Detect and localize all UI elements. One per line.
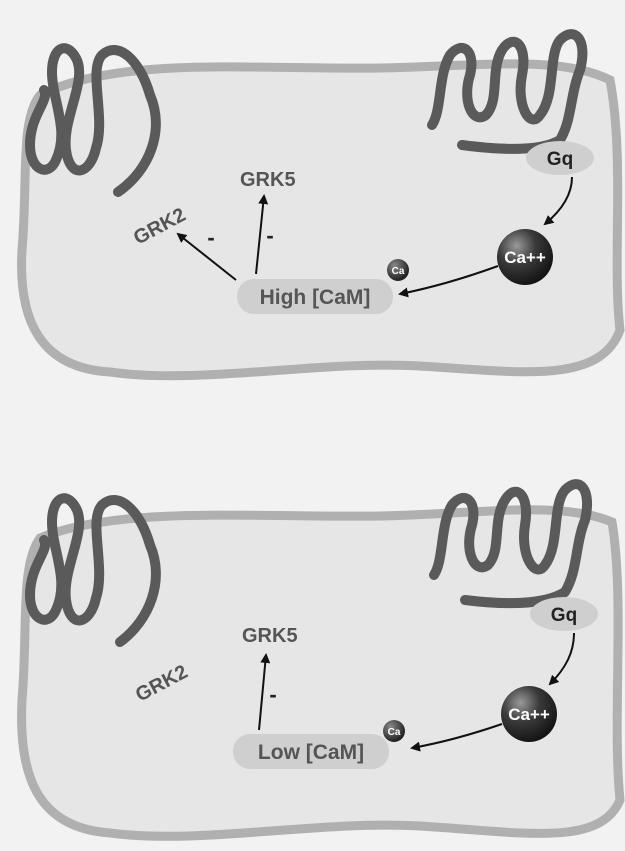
bottom-minus-grk5: - [269, 682, 276, 707]
bottom-calcium-label: Ca++ [508, 705, 550, 724]
bottom-panel: Gq Ca++ Ca Low [CaM] - GRK2 GRK5 [22, 484, 620, 836]
top-minus-grk5: - [266, 223, 273, 248]
top-panel: Gq Ca++ Ca High [CaM] - - GRK2 GRK5 [22, 34, 620, 376]
bottom-gq-label: Gq [551, 605, 577, 626]
top-calcium-label: Ca++ [504, 248, 546, 267]
top-minus-grk2: - [207, 225, 214, 250]
top-cam-label: High [CaM] [260, 286, 371, 309]
top-cell-membrane [22, 64, 620, 376]
bottom-small-ca-label: Ca [388, 727, 401, 738]
bottom-grk5-label: GRK5 [242, 625, 298, 647]
bottom-cam-label: Low [CaM] [258, 741, 364, 764]
top-grk5-label: GRK5 [240, 169, 296, 191]
top-small-ca-label: Ca [392, 266, 405, 277]
top-gq-label: Gq [547, 149, 573, 170]
